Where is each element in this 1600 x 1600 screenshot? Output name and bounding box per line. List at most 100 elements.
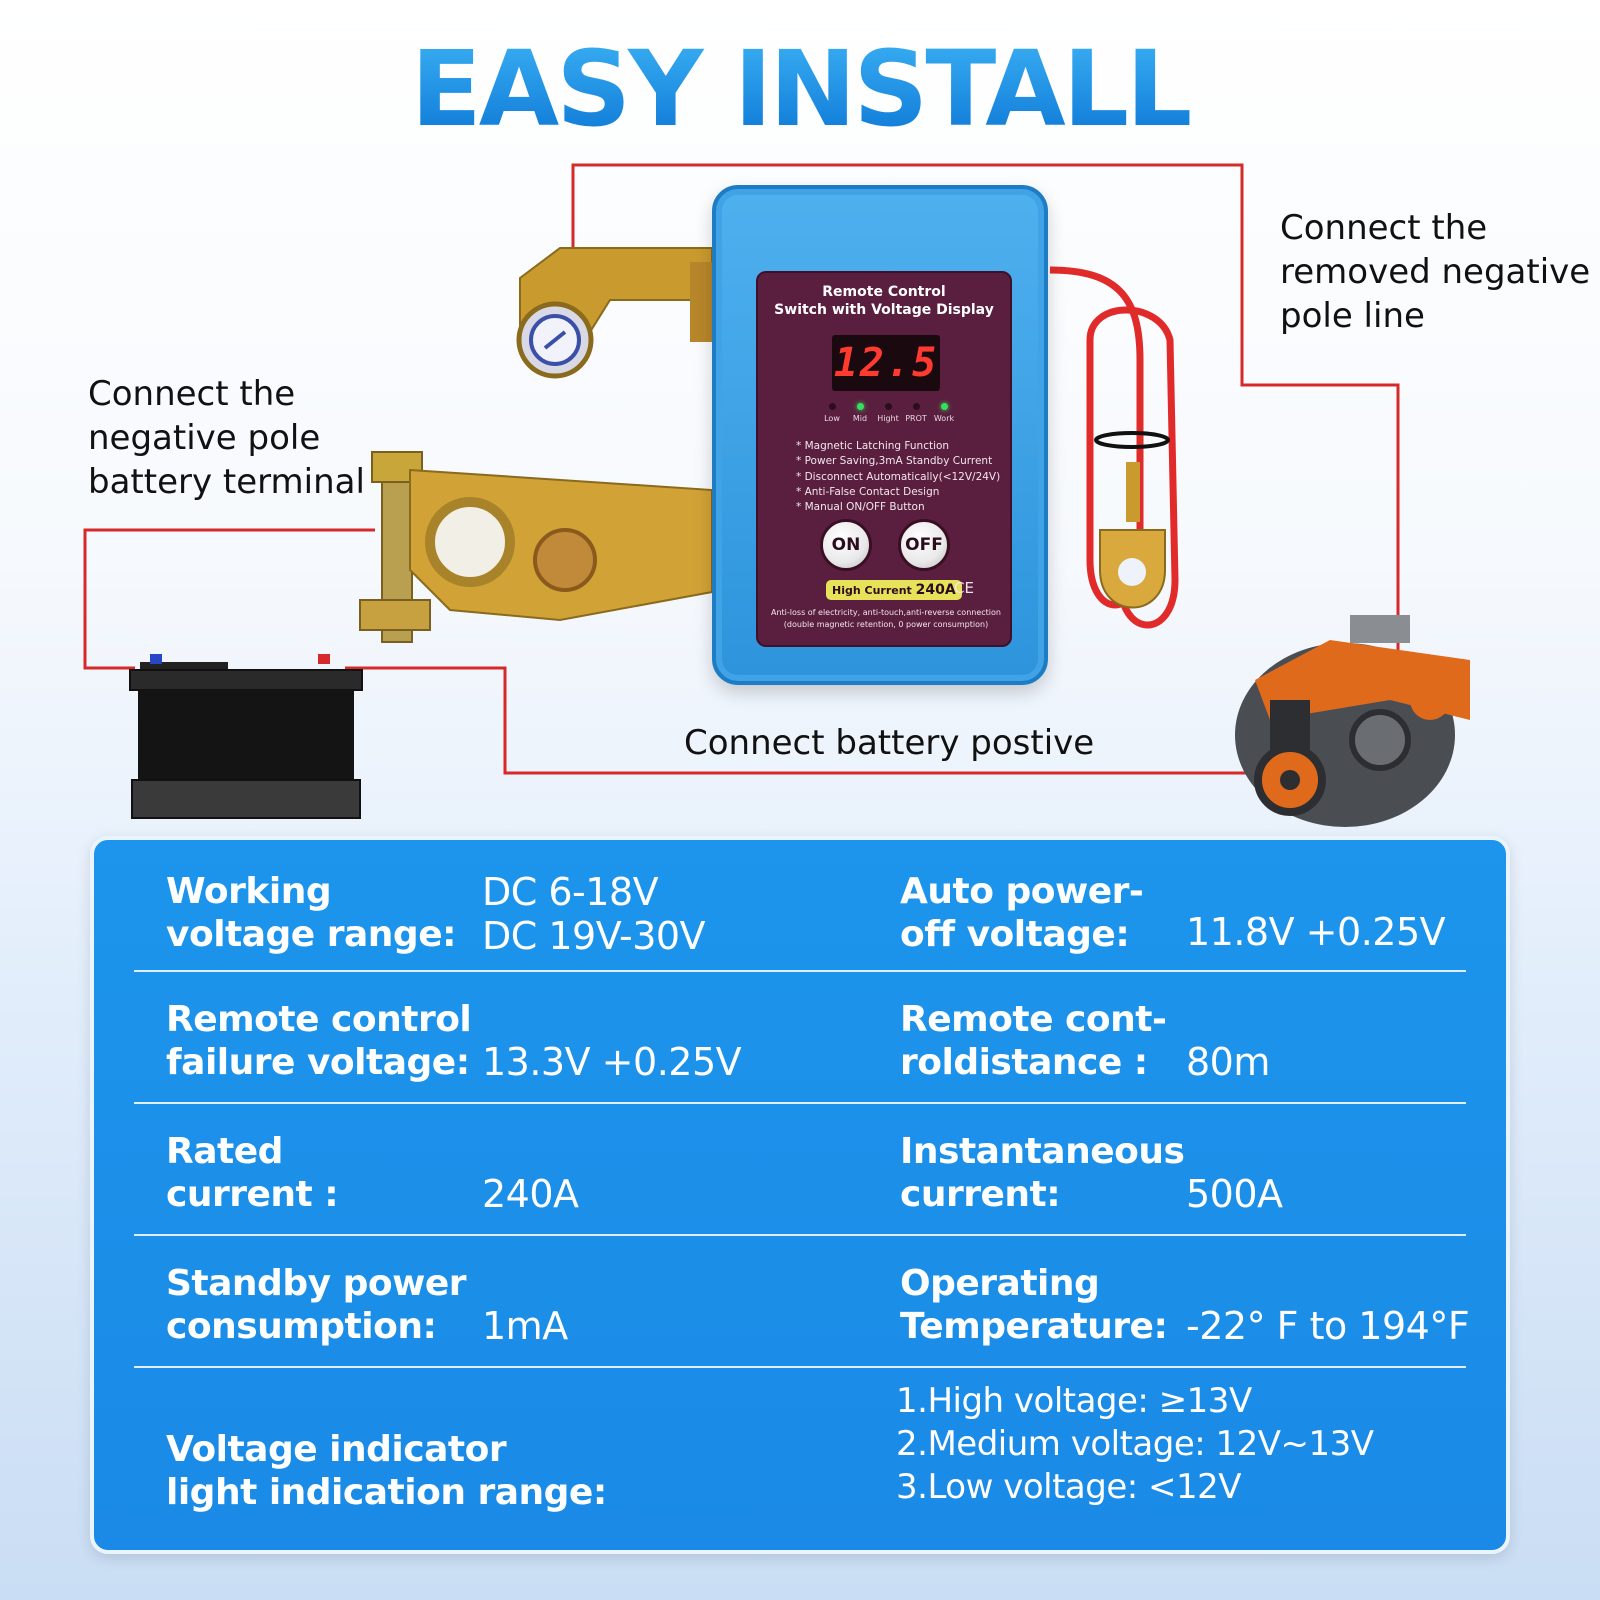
spec-table: Working voltage range: DC 6-18V DC 19V-3… — [90, 836, 1510, 1554]
voltage-display: 12.5 — [832, 335, 940, 391]
spec-label-instant-current: Instantaneous current: — [900, 1130, 1185, 1216]
spec-value-rated-current: 240A — [482, 1172, 579, 1216]
spec-value-indicator-range: 1.High voltage: ≥13V 2.Medium voltage: 1… — [896, 1380, 1374, 1509]
spec-label-line: voltage range: — [166, 914, 457, 955]
spec-value-operating-temp: -22° F to 194°F — [1186, 1304, 1470, 1348]
ring-terminal — [1094, 431, 1170, 609]
terminal-clamp-bottom — [359, 451, 713, 643]
wire-to-device-top — [571, 163, 1400, 660]
device-title: Remote Control Switch with Voltage Displ… — [758, 283, 1010, 319]
terminal-bracket-top — [516, 247, 713, 379]
spec-label-line: current: — [900, 1174, 1061, 1215]
device-footnote: Anti-loss of electricity, anti-touch,ant… — [766, 607, 1006, 631]
device-panel: Remote Control Switch with Voltage Displ… — [756, 271, 1012, 647]
spec-label-working-voltage: Working voltage range: — [166, 870, 457, 956]
indicator-leds: Low Mid Hight PROT Work — [818, 403, 958, 423]
page-title: EASY INSTALL — [0, 28, 1600, 150]
footnote-line: Anti-loss of electricity, anti-touch,ant… — [771, 608, 1001, 617]
led-label: Hight — [877, 414, 899, 423]
feature-item: Manual ON/OFF Button — [796, 500, 1006, 515]
spec-label-remote-distance: Remote cont- roldistance : — [900, 998, 1167, 1084]
spec-label-line: Voltage indicator — [166, 1429, 507, 1470]
spec-row: Remote control failure voltage: 13.3V +0… — [94, 972, 1506, 1104]
spec-label-line: light indication range: — [166, 1472, 607, 1513]
wire-negative-terminal — [83, 528, 375, 670]
led-dot — [912, 403, 920, 410]
badge-value: 240A — [915, 582, 956, 598]
spec-label-line: Temperature: — [900, 1306, 1168, 1347]
cable-coil — [1049, 266, 1179, 629]
spec-label-remote-failure: Remote control failure voltage: — [166, 998, 472, 1084]
led-prot: PROT — [902, 403, 930, 423]
led-dot — [940, 403, 948, 410]
wire-battery-positive — [345, 666, 1268, 775]
spec-value-line: DC 6-18V — [482, 870, 659, 914]
led-dot — [884, 403, 892, 410]
spec-label-line: Working — [166, 871, 332, 912]
spec-label-line: Auto power- — [900, 871, 1144, 912]
spec-value-instant-current: 500A — [1186, 1172, 1283, 1216]
feature-item: Disconnect Automatically(<12V/24V) — [796, 470, 1006, 485]
off-button[interactable]: OFF — [898, 519, 950, 571]
led-high: Hight — [874, 403, 902, 423]
led-dot — [856, 403, 864, 410]
led-low: Low — [818, 403, 846, 423]
label-battery-positive: Connect battery postive — [684, 723, 1095, 763]
high-current-badge: High Current 240A — [826, 580, 962, 600]
spec-row: Working voltage range: DC 6-18V DC 19V-3… — [94, 840, 1506, 972]
feature-item: Power Saving,3mA Standby Current — [796, 454, 1006, 469]
spec-label-line: off voltage: — [900, 914, 1130, 955]
label-line: negative pole — [88, 418, 321, 458]
spec-row: Standby power consumption: 1mA Operating… — [94, 1236, 1506, 1368]
spec-value-standby-power: 1mA — [482, 1304, 568, 1348]
label-line: removed negative — [1280, 252, 1591, 292]
spec-label-line: Remote cont- — [900, 999, 1167, 1040]
spec-label-line: failure voltage: — [166, 1042, 470, 1083]
spec-value-line: DC 19V-30V — [482, 914, 706, 958]
spec-row: Voltage indicator light indication range… — [94, 1368, 1506, 1554]
feature-list: Magnetic Latching Function Power Saving,… — [796, 439, 1006, 515]
spec-label-operating-temp: Operating Temperature: — [900, 1262, 1168, 1348]
indicator-range-item: 1.High voltage: ≥13V — [896, 1381, 1252, 1421]
indicator-range-item: 2.Medium voltage: 12V~13V — [896, 1424, 1374, 1464]
led-label: Work — [933, 414, 955, 423]
spec-label-line: current : — [166, 1174, 339, 1215]
spec-label-standby-power: Standby power consumption: — [166, 1262, 467, 1348]
spec-value-remote-failure: 13.3V +0.25V — [482, 1040, 742, 1084]
led-label: PROT — [905, 414, 927, 423]
footnote-line: (double magnetic retention, 0 power cons… — [783, 620, 989, 629]
spec-label-auto-poweroff: Auto power- off voltage: — [900, 870, 1144, 956]
on-button[interactable]: ON — [820, 519, 872, 571]
battery — [129, 654, 363, 819]
label-line: Connect the — [88, 374, 296, 414]
badge-prefix: High Current — [832, 584, 912, 597]
spec-value-auto-poweroff: 11.8V +0.25V — [1186, 910, 1446, 954]
spec-value-working-voltage: DC 6-18V DC 19V-30V — [482, 870, 706, 958]
feature-item: Anti-False Contact Design — [796, 485, 1006, 500]
spec-label-indicator-range: Voltage indicator light indication range… — [166, 1428, 607, 1514]
engine — [1235, 615, 1470, 827]
label-line: pole line — [1280, 296, 1425, 336]
led-label: Low — [824, 414, 840, 423]
remote-switch-device: Remote Control Switch with Voltage Displ… — [712, 185, 1048, 685]
spec-label-line: Instantaneous — [900, 1131, 1185, 1172]
feature-item: Magnetic Latching Function — [796, 439, 1006, 454]
led-mid: Mid — [846, 403, 874, 423]
label-line: Connect the — [1280, 208, 1488, 248]
indicator-range-item: 3.Low voltage: <12V — [896, 1467, 1242, 1507]
spec-label-line: roldistance : — [900, 1042, 1148, 1083]
label-removed-negative: Connect the removed negative pole line — [1280, 206, 1590, 338]
device-title-line: Remote Control — [822, 284, 946, 300]
spec-label-line: Rated — [166, 1131, 283, 1172]
spec-label-rated-current: Rated current : — [166, 1130, 339, 1216]
led-dot — [828, 403, 836, 410]
led-work: Work — [930, 403, 958, 423]
spec-label-line: Operating — [900, 1263, 1100, 1304]
spec-label-line: Standby power — [166, 1263, 467, 1304]
spec-label-line: consumption: — [166, 1306, 437, 1347]
wiring-diagram — [83, 163, 1470, 827]
label-line: battery terminal — [88, 462, 365, 502]
spec-value-remote-distance: 80m — [1186, 1040, 1270, 1084]
device-title-line: Switch with Voltage Display — [774, 302, 994, 318]
label-negative-terminal: Connect the negative pole battery termin… — [88, 372, 365, 504]
